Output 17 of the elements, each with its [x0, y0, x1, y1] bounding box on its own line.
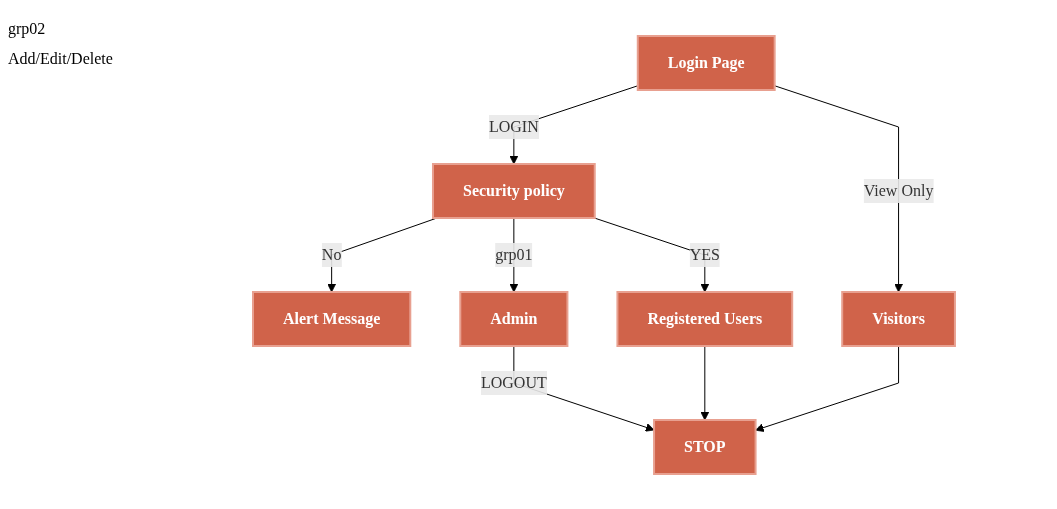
node-box: Security policy: [431, 162, 596, 219]
edge-label: LOGOUT: [480, 373, 547, 391]
node-box: Admin: [458, 290, 568, 347]
edge-label: No: [321, 245, 341, 263]
node-box: Alert Message: [251, 290, 411, 347]
node-box: STOP: [652, 418, 757, 475]
edge-label: YES: [689, 245, 720, 263]
node-box: Registered Users: [615, 290, 793, 347]
node-box: Login Page: [636, 34, 776, 91]
note-label: grp02: [8, 20, 47, 38]
arrow: [326, 217, 437, 292]
edge-label: grp01: [494, 245, 533, 263]
edge-label: LOGIN: [488, 117, 539, 135]
node-box: Visitors: [840, 290, 956, 347]
arrow: [699, 345, 709, 420]
note-label: Add/Edit/Delete: [8, 50, 114, 68]
edge-label: View Only: [863, 181, 933, 199]
